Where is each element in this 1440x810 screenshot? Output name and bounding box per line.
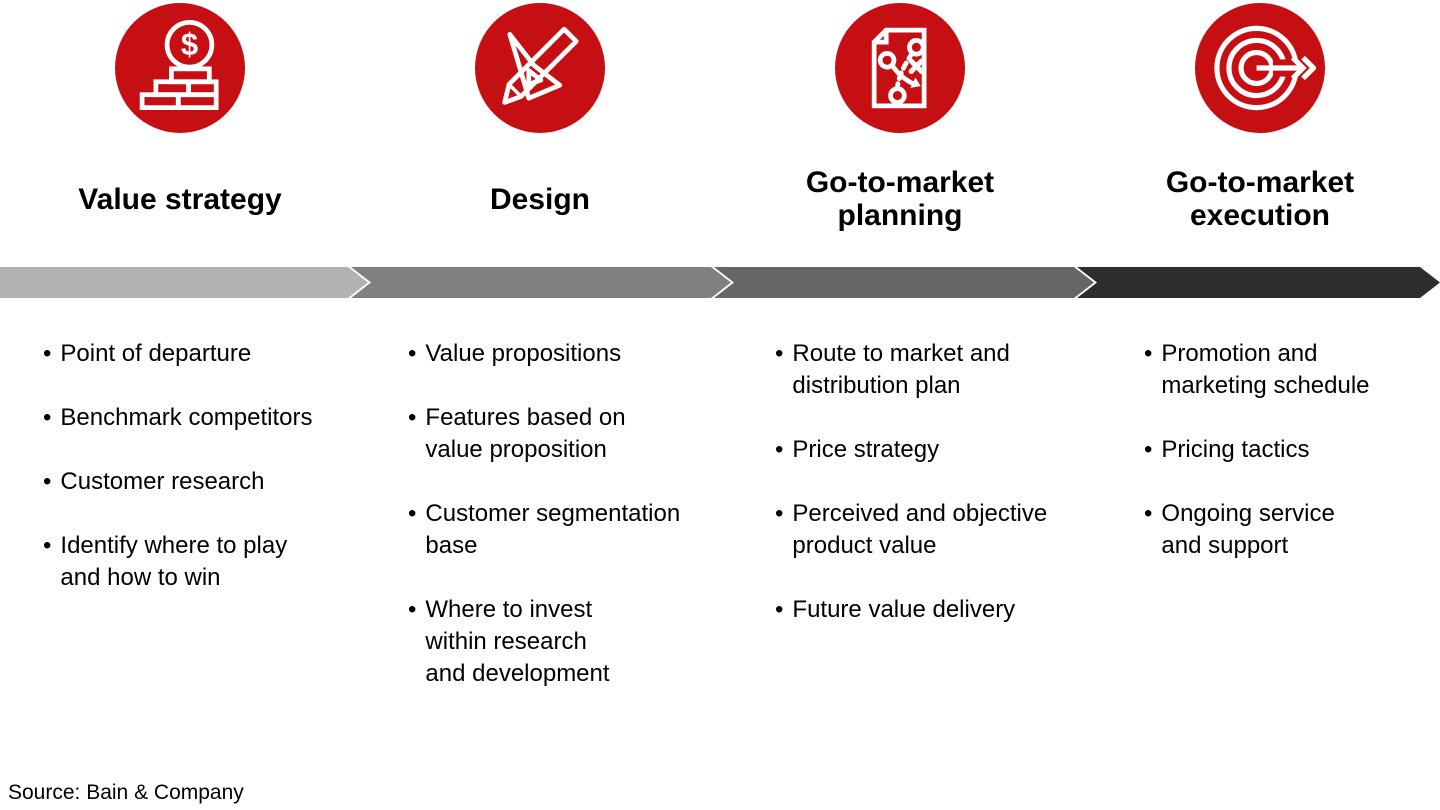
pencil-set-square-icon bbox=[475, 3, 605, 133]
stage-title-value-strategy: Value strategy bbox=[78, 182, 282, 216]
list-item-text: Customer segmentation base bbox=[425, 500, 681, 559]
list-item: • Perceived and objective product value bbox=[775, 498, 1080, 562]
list-item: • Point of departure bbox=[43, 338, 360, 370]
list-item-text: Future value delivery bbox=[792, 596, 1016, 623]
list-item-text: Features based on value proposition bbox=[425, 404, 626, 463]
band-segment-2 bbox=[351, 267, 731, 298]
bullet-icon: • bbox=[43, 404, 52, 431]
list-item: • Features based on value proposition bbox=[408, 402, 720, 466]
list-item-text: Point of departure bbox=[60, 340, 252, 367]
source-note: Source: Bain & Company bbox=[8, 781, 244, 804]
money-steps-icon: $ bbox=[115, 3, 245, 133]
list-item-text: Promotion and marketing schedule bbox=[1161, 340, 1370, 399]
bullet-icon: • bbox=[1144, 436, 1153, 463]
list-item-text: Identify where to play and how to win bbox=[60, 532, 288, 591]
bullet-icon: • bbox=[775, 436, 784, 463]
bullet-icon: • bbox=[775, 340, 784, 367]
list-item-text: Route to market and distribution plan bbox=[792, 340, 1010, 399]
list-item-text: Customer research bbox=[60, 468, 265, 495]
process-arrow-band bbox=[0, 267, 1440, 298]
icon-cell-go-to-market-execution bbox=[1080, 3, 1440, 133]
stage-title-design: Design bbox=[489, 182, 591, 216]
titles-row: Value strategy Design Go-to-market plann… bbox=[0, 165, 1440, 233]
list-go-to-market-planning: • Route to market and distribution plan … bbox=[720, 338, 1080, 722]
list-item-text: Ongoing service and support bbox=[1161, 500, 1335, 559]
stage-title-go-to-market-planning: Go-to-market planning bbox=[805, 166, 995, 232]
band-segment-3 bbox=[714, 267, 1094, 298]
list-item: • Future value delivery bbox=[775, 594, 1080, 626]
list-item: • Promotion and marketing schedule bbox=[1144, 338, 1440, 402]
icon-cell-design bbox=[360, 3, 720, 133]
bullet-icon: • bbox=[43, 340, 52, 367]
list-item: • Benchmark competitors bbox=[43, 402, 360, 434]
list-item-text: Perceived and objective product value bbox=[792, 500, 1048, 559]
icon-cell-value-strategy: $ bbox=[0, 3, 360, 133]
list-design: • Value propositions • Features based on… bbox=[360, 338, 720, 722]
list-item-text: Where to invest within research and deve… bbox=[425, 596, 610, 687]
list-item: • Pricing tactics bbox=[1144, 434, 1440, 466]
list-item: • Ongoing service and support bbox=[1144, 498, 1440, 562]
bullet-icon: • bbox=[1144, 340, 1153, 367]
list-item-text: Value propositions bbox=[425, 340, 622, 367]
lists-row: • Point of departure • Benchmark competi… bbox=[0, 338, 1440, 722]
list-item: • Identify where to play and how to win bbox=[43, 530, 360, 594]
stage-title-go-to-market-execution: Go-to-market execution bbox=[1165, 166, 1355, 232]
bullet-icon: • bbox=[43, 532, 52, 559]
bullet-icon: • bbox=[1144, 500, 1153, 527]
list-item-text: Benchmark competitors bbox=[60, 404, 313, 431]
icons-row: $ bbox=[0, 3, 1440, 133]
list-item-text: Pricing tactics bbox=[1161, 436, 1310, 463]
list-value-strategy: • Point of departure • Benchmark competi… bbox=[0, 338, 360, 722]
svg-text:$: $ bbox=[181, 27, 198, 62]
bullet-icon: • bbox=[775, 596, 784, 623]
strategy-playbook-icon bbox=[835, 3, 965, 133]
bullet-icon: • bbox=[408, 596, 417, 623]
icon-cell-go-to-market-planning bbox=[720, 3, 1080, 133]
target-dart-icon bbox=[1195, 3, 1325, 133]
list-item: • Value propositions bbox=[408, 338, 720, 370]
bullet-icon: • bbox=[43, 468, 52, 495]
list-item: • Customer research bbox=[43, 466, 360, 498]
list-item: • Where to invest within research and de… bbox=[408, 594, 720, 690]
band-segment-1 bbox=[0, 267, 368, 298]
bullet-icon: • bbox=[408, 340, 417, 367]
list-item: • Route to market and distribution plan bbox=[775, 338, 1080, 402]
list-item: • Customer segmentation base bbox=[408, 498, 720, 562]
list-item-text: Price strategy bbox=[792, 436, 940, 463]
list-go-to-market-execution: • Promotion and marketing schedule • Pri… bbox=[1080, 338, 1440, 722]
bullet-icon: • bbox=[408, 500, 417, 527]
band-segment-4 bbox=[1077, 267, 1440, 298]
list-item: • Price strategy bbox=[775, 434, 1080, 466]
bullet-icon: • bbox=[408, 404, 417, 431]
bullet-icon: • bbox=[775, 500, 784, 527]
